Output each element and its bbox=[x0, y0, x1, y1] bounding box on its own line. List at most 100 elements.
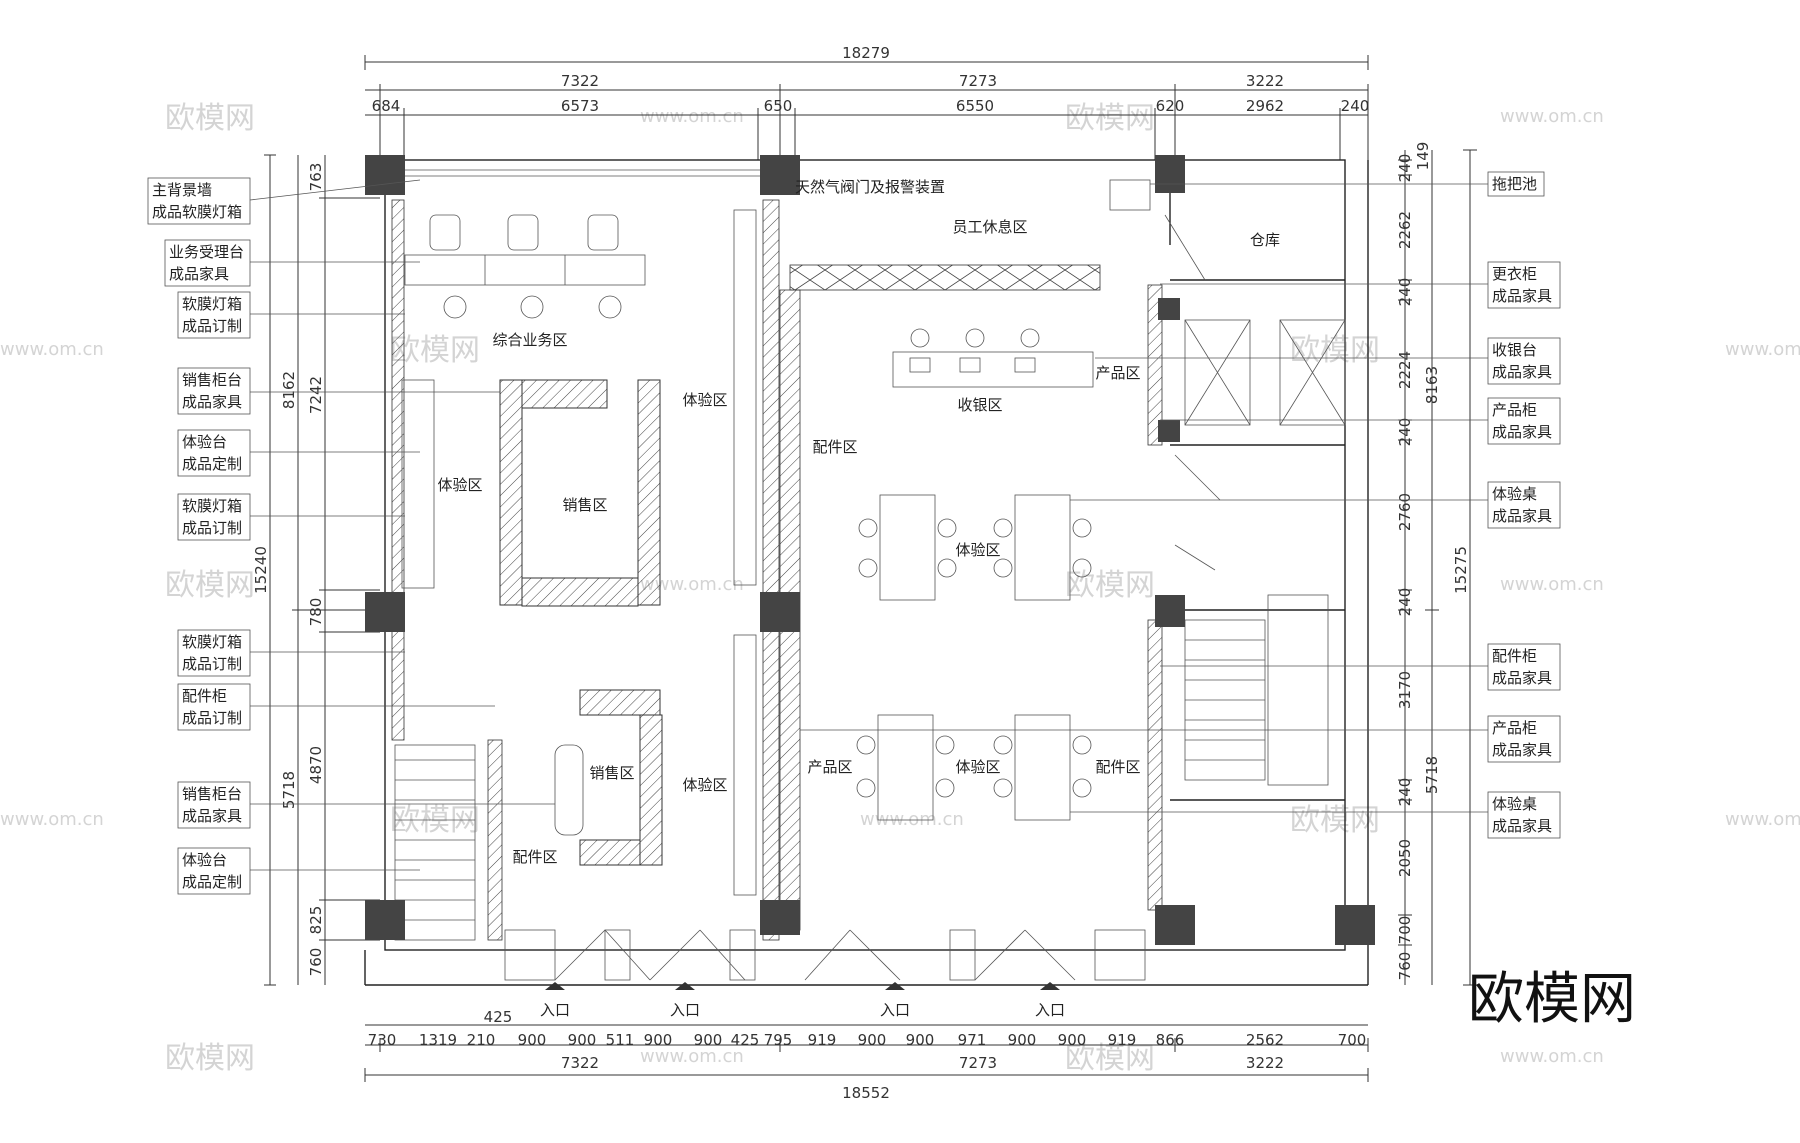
room-sales: 销售区 bbox=[562, 496, 607, 514]
dim-bottom-row: 900 bbox=[906, 1031, 935, 1049]
dim-left-inner: 763 bbox=[307, 163, 325, 192]
entrance-front: 入口 入口 入口 入口 bbox=[504, 929, 1146, 1019]
watermark-url: www.om.cn bbox=[640, 106, 744, 127]
dim-right-inner: 149 bbox=[1414, 142, 1432, 171]
dim-bottom-row: 971 bbox=[958, 1031, 987, 1049]
dim-right-inner: 240 bbox=[1396, 588, 1414, 617]
dim-right-inner: 3170 bbox=[1396, 671, 1414, 709]
note-right-8-line2: 成品家具 bbox=[1492, 817, 1552, 835]
room-accessories: 配件区 bbox=[512, 848, 557, 866]
room-experience: 体验区 bbox=[955, 541, 1000, 559]
room-product: 产品区 bbox=[807, 758, 852, 776]
dim-bottom-row: 1319 bbox=[419, 1031, 457, 1049]
note-left-8-line2: 成品订制 bbox=[182, 709, 242, 727]
right-notes: 拖把池 更衣柜 成品家具 收银台 成品家具 产品柜 成品家具 体验桌 成品家具 … bbox=[800, 171, 1561, 839]
note-left-2-line1: 业务受理台 bbox=[169, 243, 244, 261]
watermark-url: www.om.cn bbox=[1500, 106, 1604, 127]
watermark: 欧模网 bbox=[165, 568, 255, 603]
room-product: 产品区 bbox=[1095, 364, 1140, 382]
note-left-8-line1: 配件柜 bbox=[182, 687, 227, 705]
watermark-url: www.om.cn bbox=[1500, 1046, 1604, 1067]
dim-right-inner: 700 bbox=[1396, 916, 1414, 945]
dim-bottom-row: 900 bbox=[568, 1031, 597, 1049]
dim-bottom-row: 900 bbox=[518, 1031, 547, 1049]
dim-left-inner: 7242 bbox=[307, 376, 325, 414]
note-left-3-line1: 软膜灯箱 bbox=[182, 295, 242, 313]
dim-bottom-row: 866 bbox=[1156, 1031, 1185, 1049]
dim-bottom-row: 900 bbox=[1058, 1031, 1087, 1049]
experience-tables bbox=[856, 494, 1092, 821]
note-left-6-line2: 成品订制 bbox=[182, 519, 242, 537]
dim-bottom-mid-2: 7273 bbox=[959, 1054, 997, 1072]
dim-left-inner: 4870 bbox=[307, 746, 325, 784]
dim-left-mid-1: 8162 bbox=[280, 371, 298, 409]
note-right-7-line2: 成品家具 bbox=[1492, 741, 1552, 759]
dim-right-outer: 15275 bbox=[1452, 546, 1470, 594]
dim-right-mid-1: 8163 bbox=[1423, 366, 1441, 404]
note-right-8-line1: 体验桌 bbox=[1492, 795, 1537, 813]
room-experience: 体验区 bbox=[682, 776, 727, 794]
dim-top-mid-2: 7273 bbox=[959, 72, 997, 90]
watermarks: 欧模网 欧模网 www.om.cn www.om.cn 欧模网 欧模网 www.… bbox=[0, 101, 1800, 1076]
note-right-6-line1: 配件柜 bbox=[1492, 647, 1537, 665]
dim-bottom-row: 919 bbox=[1108, 1031, 1137, 1049]
room-experience: 体验区 bbox=[437, 476, 482, 494]
entrance-label: 入口 bbox=[880, 1001, 910, 1019]
note-left-4-line1: 销售柜台 bbox=[182, 371, 242, 389]
watermark: 欧模网 bbox=[165, 101, 255, 136]
watermark: 欧模网 bbox=[1290, 333, 1380, 368]
dim-bottom-row: 795 bbox=[764, 1031, 793, 1049]
dim-top-total: 18279 bbox=[842, 44, 890, 62]
dim-left-outer: 15240 bbox=[252, 546, 270, 594]
dim-right-inner: 240 bbox=[1396, 418, 1414, 447]
watermark: 欧模网 bbox=[1065, 1041, 1155, 1076]
room-labels: 综合业务区 体验区 销售区 体验区 体验区 销售区 配件区 员工休息区 仓库 天… bbox=[437, 178, 1280, 866]
sales-counter-2 bbox=[554, 689, 663, 866]
note-right-7-line1: 产品柜 bbox=[1492, 719, 1537, 737]
dim-bottom-row: 511 bbox=[606, 1031, 635, 1049]
dim-top-inner: 6550 bbox=[956, 97, 994, 115]
note-right-1: 拖把池 bbox=[1492, 175, 1537, 193]
room-experience: 体验区 bbox=[682, 391, 727, 409]
note-left-4-line2: 成品家具 bbox=[182, 393, 242, 411]
watermark-url: www.om.cn bbox=[1500, 574, 1604, 595]
top-dimensions: 18279 7322 7273 3222 684 6573 650 6550 6… bbox=[364, 44, 1369, 160]
dim-top-inner: 2962 bbox=[1246, 97, 1284, 115]
dim-left-mid-2: 5718 bbox=[280, 771, 298, 809]
note-left-2-line2: 成品家具 bbox=[169, 265, 229, 283]
room-warehouse: 仓库 bbox=[1250, 231, 1280, 249]
dim-bottom-row: 900 bbox=[1008, 1031, 1037, 1049]
columns bbox=[365, 155, 1375, 945]
watermark: 欧模网 bbox=[1290, 803, 1380, 838]
room-sales: 销售区 bbox=[589, 764, 634, 782]
left-dimensions: 15240 8162 5718 763 7242 780 4870 825 76… bbox=[252, 154, 380, 986]
note-left-10-line1: 体验台 bbox=[182, 851, 227, 869]
note-left-10-line2: 成品定制 bbox=[182, 873, 242, 891]
note-right-5-line2: 成品家具 bbox=[1492, 507, 1552, 525]
dim-bottom-row: 730 bbox=[368, 1031, 397, 1049]
dim-bottom-mid-3: 3222 bbox=[1246, 1054, 1284, 1072]
room-accessories: 配件区 bbox=[1095, 758, 1140, 776]
dim-left-inner: 780 bbox=[307, 598, 325, 627]
note-left-6-line1: 软膜灯箱 bbox=[182, 497, 242, 515]
dim-right-inner: 240 bbox=[1396, 778, 1414, 807]
dim-top-inner: 6573 bbox=[561, 97, 599, 115]
room-experience: 体验区 bbox=[955, 758, 1000, 776]
note-left-7-line1: 软膜灯箱 bbox=[182, 633, 242, 651]
dim-bottom-row: 425 bbox=[731, 1031, 760, 1049]
dim-right-inner: 240 bbox=[1396, 278, 1414, 307]
note-right-4-line1: 产品柜 bbox=[1492, 401, 1537, 419]
note-left-7-line2: 成品订制 bbox=[182, 655, 242, 673]
dim-bottom-row: 210 bbox=[467, 1031, 496, 1049]
dim-bottom-row: 900 bbox=[644, 1031, 673, 1049]
watermark-url: www.om.cn bbox=[1725, 809, 1800, 830]
dim-top-mid-3: 3222 bbox=[1246, 72, 1284, 90]
room-cashier: 收银区 bbox=[957, 396, 1002, 414]
dim-right-inner: 2050 bbox=[1396, 839, 1414, 877]
dim-right-inner: 2224 bbox=[1396, 351, 1414, 389]
dim-left-inner: 825 bbox=[307, 906, 325, 935]
note-right-2-line2: 成品家具 bbox=[1492, 287, 1552, 305]
note-right-5-line1: 体验桌 bbox=[1492, 485, 1537, 503]
right-dimensions: 240 149 2262 240 2224 240 2760 240 3170 … bbox=[1396, 142, 1477, 986]
